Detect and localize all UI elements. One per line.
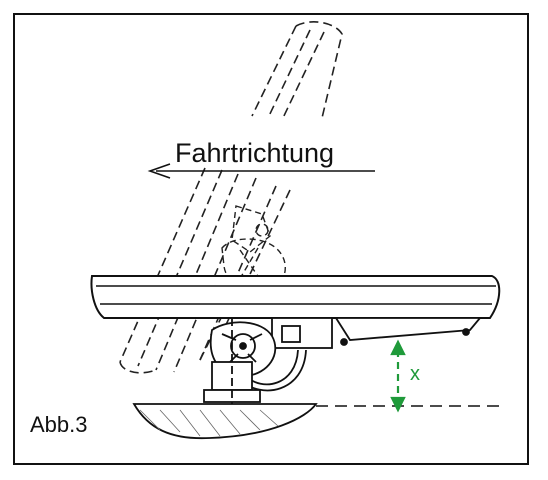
- dimension-label: x: [410, 363, 420, 385]
- main-board: [90, 275, 501, 319]
- pivot-mechanism: [203, 318, 307, 414]
- diagram-frame: [13, 13, 529, 465]
- base-slab: [132, 403, 500, 440]
- figure-label: Abb.3: [30, 412, 88, 437]
- lower-housing: [271, 317, 482, 349]
- direction-label: Fahrtrichtung: [175, 138, 334, 168]
- direction-arrow: [147, 163, 375, 179]
- dimension-x: [390, 339, 406, 413]
- tilted-ghost-positions: [119, 21, 343, 374]
